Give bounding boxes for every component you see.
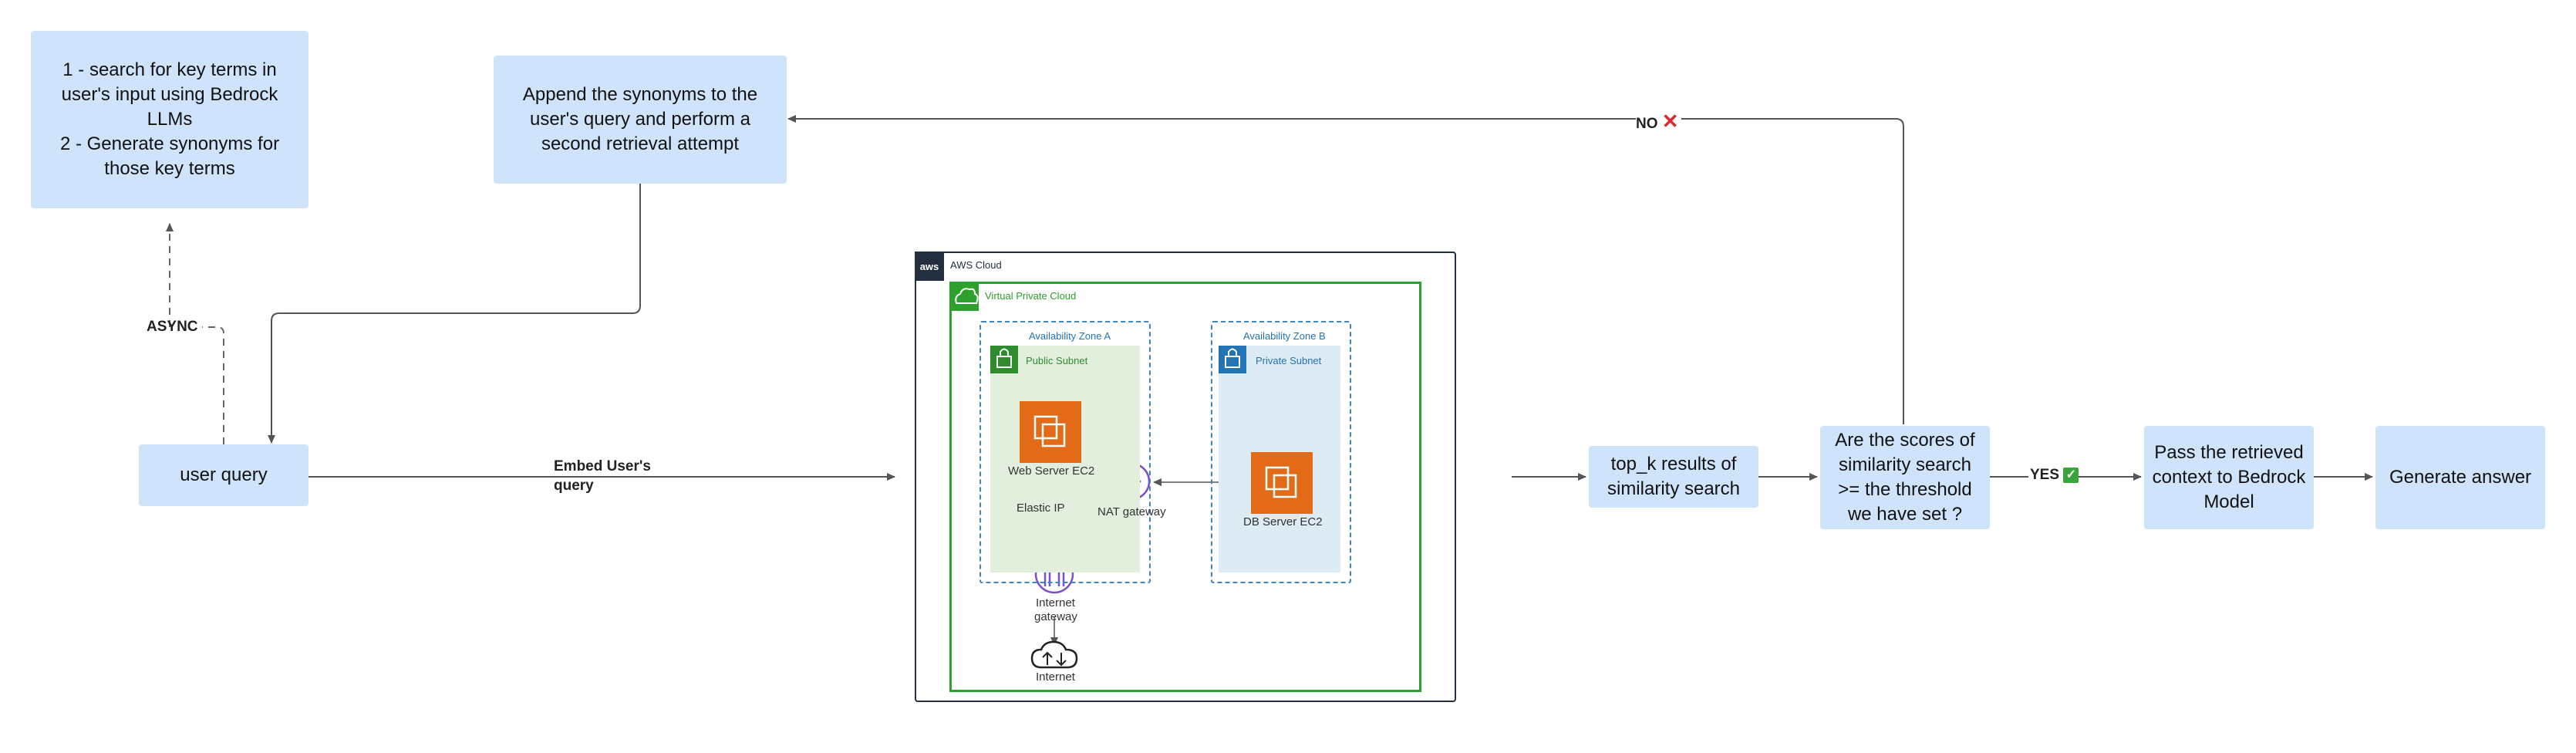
availability-zone-a: [979, 321, 1151, 583]
db-server-ec2-icon: [1251, 452, 1313, 514]
user-query-box: user query: [139, 444, 309, 506]
availability-zone-b: [1211, 321, 1351, 583]
no-text: NO: [1636, 116, 1658, 132]
web-server-label: Web Server EC2: [1008, 464, 1095, 478]
vpc-icon: [949, 282, 979, 311]
db-server-label: DB Server EC2: [1243, 515, 1323, 528]
async-task-box: 1 - search for key terms in user's input…: [31, 31, 309, 208]
retry-connector: [268, 184, 641, 444]
embed-label-line1: Embed User's: [554, 458, 651, 475]
no-cross-icon: ✕: [1661, 110, 1679, 133]
generate-answer-box: Generate answer: [2375, 426, 2545, 529]
vpc-label: Virtual Private Cloud: [985, 290, 1077, 302]
web-server-ec2-icon: [1020, 401, 1081, 463]
az-b-label: Availability Zone B: [1243, 330, 1326, 342]
top-k-results-box: top_k results of similarity search: [1589, 446, 1758, 508]
az-a-label: Availability Zone A: [1029, 330, 1111, 342]
internet-label: Internet: [1036, 670, 1075, 684]
public-subnet-icon: [990, 346, 1018, 373]
internet-gateway-label-2: gateway: [1034, 610, 1077, 623]
async-connector: [202, 326, 224, 444]
async-label: ASYNC: [147, 319, 198, 335]
aws-logo-icon: aws: [915, 252, 944, 281]
aws-cloud-group: [915, 252, 1456, 702]
no-label: NO ✕: [1636, 110, 1679, 133]
private-subnet-icon: [1219, 346, 1246, 373]
yes-text: YES: [2030, 467, 2060, 483]
nat-gateway-label: NAT gateway: [1097, 505, 1166, 518]
scores-check-box: Are the scores of similarity search >= t…: [1820, 426, 1990, 529]
append-synonyms-box: Append the synonyms to the user's query …: [494, 56, 787, 184]
yes-label: YES ✓: [2030, 467, 2079, 484]
aws-cloud-label: AWS Cloud: [950, 259, 1002, 271]
vpc-group: [949, 282, 1421, 692]
yes-check-icon: ✓: [2063, 467, 2079, 483]
internet-gateway-label-1: Internet: [1036, 596, 1075, 609]
elastic-ip-label: Elastic IP: [1017, 501, 1065, 515]
public-subnet-label: Public Subnet: [1026, 355, 1088, 366]
internet-cloud-icon: [1030, 640, 1078, 669]
no-connector: [788, 119, 1904, 424]
pass-context-box: Pass the retrieved context to Bedrock Mo…: [2144, 426, 2314, 529]
private-subnet-label: Private Subnet: [1256, 355, 1322, 366]
embed-label-line2: query: [554, 478, 594, 495]
